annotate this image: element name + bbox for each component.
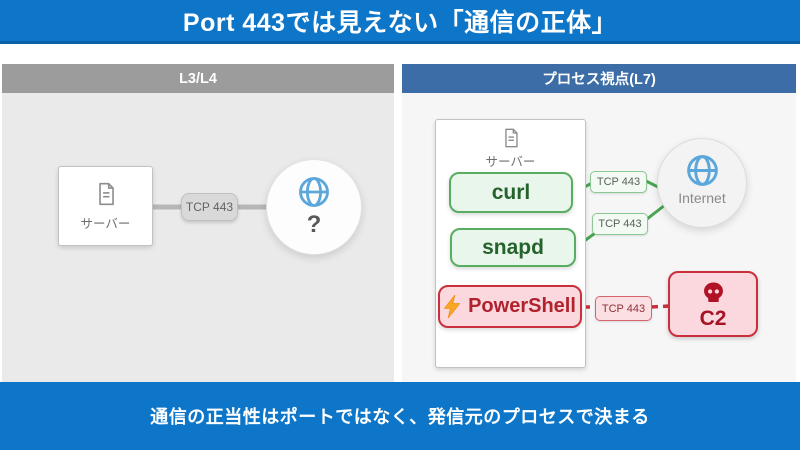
- footer-message: 通信の正当性はポートではなく、発信元のプロセスで決まる: [150, 407, 650, 427]
- port-badge-powershell: TCP 443: [595, 296, 652, 321]
- skull-icon: [703, 281, 723, 302]
- process-name: curl: [491, 180, 531, 204]
- port-badge-label: TCP 443: [596, 176, 641, 188]
- panel-header-process-view: プロセス視点(L7): [402, 64, 796, 93]
- document-icon: [98, 182, 114, 205]
- port-badge-l3l4: TCP 443: [181, 193, 238, 221]
- server-label: サーバー: [80, 216, 131, 231]
- port-badge-curl: TCP 443: [590, 171, 647, 193]
- internet-node: Internet: [657, 138, 747, 228]
- process-pill-snapd: snapd: [450, 228, 576, 267]
- panel-title-process-view: プロセス視点(L7): [542, 72, 656, 88]
- process-name: snapd: [482, 235, 544, 259]
- unknown-destination-node: ?: [266, 159, 362, 255]
- internet-label: Internet: [678, 190, 726, 206]
- c2-server-node: C2: [668, 271, 758, 337]
- server-label: サーバー: [485, 155, 536, 169]
- globe-icon: [299, 177, 329, 207]
- c2-label: C2: [699, 306, 727, 330]
- panel-title-l3l4: L3/L4: [179, 70, 217, 87]
- title-bar: Port 443では見えない「通信の正体」: [0, 0, 800, 44]
- port-badge-label: TCP 443: [601, 302, 646, 315]
- unknown-label: ?: [306, 211, 322, 238]
- process-pill-curl: curl: [449, 172, 573, 213]
- lightning-bolt-icon: [444, 295, 461, 318]
- panel-header-l3l4: L3/L4: [2, 64, 394, 93]
- footer-bar: 通信の正当性はポートではなく、発信元のプロセスで決まる: [0, 382, 800, 450]
- document-icon: [504, 128, 518, 148]
- process-pill-powershell: PowerShell: [438, 285, 582, 328]
- port-badge-snapd: TCP 443: [592, 213, 648, 235]
- globe-icon: [686, 155, 718, 186]
- port-badge-label: TCP 443: [185, 200, 234, 214]
- port-badge-label: TCP 443: [598, 218, 642, 230]
- server-box-l3l4: サーバー: [58, 166, 153, 246]
- page-title: Port 443では見えない「通信の正体」: [182, 8, 618, 37]
- process-name: PowerShell: [468, 295, 576, 317]
